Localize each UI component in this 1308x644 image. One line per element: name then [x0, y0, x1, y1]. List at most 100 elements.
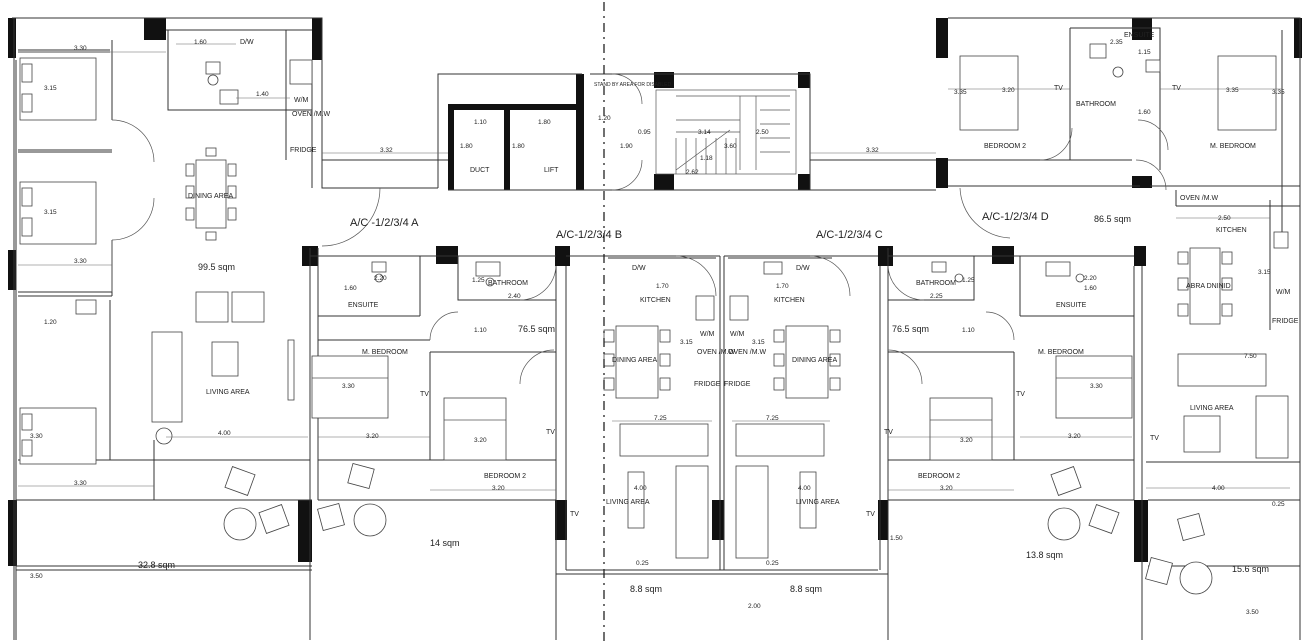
dimension-text: 3.14 [698, 129, 711, 136]
dimension-lines [18, 43, 1290, 491]
beds [19, 55, 1277, 465]
dimension-text: 1.20 [44, 319, 57, 326]
room-label: DINING AREA [612, 357, 657, 364]
dimension-text: 4.00 [218, 430, 231, 437]
dimension-text: 3.15 [752, 339, 765, 346]
fixture-label: W/M [730, 331, 745, 338]
dimension-text: 2.50 [1218, 215, 1231, 222]
dimension-text: 4.00 [1212, 485, 1225, 492]
structural-walls [8, 18, 1302, 566]
room-label: BATHROOM [916, 280, 956, 287]
room-label: M. BEDROOM [1210, 143, 1256, 150]
dimension-text: 1.80 [512, 143, 525, 150]
dimension-text: 4.00 [798, 485, 811, 492]
dimension-text: 1.60 [1138, 109, 1151, 116]
room-label: DUCT [470, 167, 490, 174]
dimension-text: 3.20 [960, 437, 973, 444]
dimension-text: 3.35 [1226, 87, 1239, 94]
fixture-label: FRIDGE [1272, 318, 1299, 325]
fixture-label: D/W [632, 265, 646, 272]
fixture-label: OVEN /M.W [292, 111, 331, 118]
dimension-text: 1.25 [472, 277, 485, 284]
room-label: KITCHEN [1216, 227, 1247, 234]
dimension-text: 3.60 [724, 143, 737, 150]
dimension-text: 2.25 [930, 293, 943, 300]
dimension-text: 3.20 [474, 437, 487, 444]
dimension-text: 3.20 [366, 433, 379, 440]
dimension-text: 1.18 [700, 155, 713, 162]
dimension-text: 3.15 [680, 339, 693, 346]
dimension-text: 3.20 [940, 485, 953, 492]
dimension-text: 3.30 [1090, 383, 1103, 390]
room-label: DINING AREA [188, 193, 233, 200]
dimension-text: 2.40 [508, 293, 521, 300]
dimension-text: 3.15 [1258, 269, 1271, 276]
room-label: LIVING AREA [206, 389, 250, 396]
dimension-text: 7.25 [766, 415, 779, 422]
dimension-text: 1.70 [776, 283, 789, 290]
area-b-balcony: 8.8 sqm [630, 584, 662, 594]
room-label: M. BEDROOM [362, 349, 408, 356]
fixture-label: W/M [294, 97, 309, 104]
dimension-text: 0.25 [766, 560, 779, 567]
furniture [151, 147, 1289, 595]
dimension-text: 3.32 [380, 147, 393, 154]
area-c-veranda: 13.8 sqm [1026, 550, 1063, 560]
fixture-label: OVEN /M.W [697, 349, 736, 356]
room-label: BATHROOM [488, 280, 528, 287]
door-swings [111, 73, 1169, 385]
kitchen-appliances [289, 59, 1289, 321]
dimension-text: 1.25 [962, 277, 975, 284]
room-label: LIVING AREA [606, 499, 650, 506]
dimension-text: 1.60 [344, 285, 357, 292]
dimension-text: 2.00 [748, 603, 761, 610]
staircase [655, 89, 797, 175]
room-label: BATHROOM [1076, 101, 1116, 108]
dimension-text: 1.70 [656, 283, 669, 290]
dimension-text: 3.30 [30, 433, 43, 440]
room-label: BEDROOM 2 [984, 143, 1026, 150]
dimension-text: 3.35 [954, 89, 967, 96]
fixture-label: FRIDGE [724, 381, 751, 388]
area-a-internal: 99.5 sqm [198, 262, 235, 272]
area-b-internal: 76.5 sqm [518, 324, 555, 334]
dimension-text: 3.35 [1272, 89, 1285, 96]
dimension-text: 1.80 [538, 119, 551, 126]
dimension-text: 1.15 [1138, 49, 1151, 56]
fixture-label: OVEN /M.W [728, 349, 767, 356]
fixture-label: D/W [796, 265, 810, 272]
dimension-text: 2.20 [1084, 275, 1097, 282]
room-label: STAND BY AREA FOR DISABLED [594, 82, 671, 88]
dimension-text: 3.20 [492, 485, 505, 492]
dimension-texts: 3.30 1.60 1.40 3.15 3.15 3.30 1.20 3.30 … [30, 39, 1285, 616]
area-a-veranda: 32.8 sqm [138, 560, 175, 570]
room-label: ENSUITE [348, 302, 379, 309]
dimension-text: 3.30 [342, 383, 355, 390]
dimension-text: 3.15 [44, 209, 57, 216]
room-label: BEDROOM 2 [484, 473, 526, 480]
dimension-text: 3.30 [74, 45, 87, 52]
fixture-label: OVEN /M.W [1180, 195, 1219, 202]
dimension-text: 1.40 [256, 91, 269, 98]
dimension-text: 0.25 [1272, 501, 1285, 508]
dimension-text: 3.30 [74, 480, 87, 487]
dimension-text: 2.35 [1110, 39, 1123, 46]
fixture-labels: D/W W/M OVEN /M.W FRIDGE D/W W/M OVEN /M… [240, 39, 1299, 518]
unit-name-a: A/C -1/2/3/4 A [350, 217, 419, 229]
fixture-label: D/W [240, 39, 254, 46]
dimension-text: 3.15 [44, 85, 57, 92]
dimension-text: 7.50 [1244, 353, 1257, 360]
fixture-label: FRIDGE [290, 147, 317, 154]
fixture-label: W/M [700, 331, 715, 338]
fixture-label: W/M [1276, 289, 1291, 296]
fixture-label: TV [866, 511, 875, 518]
area-c-balcony: 8.8 sqm [790, 584, 822, 594]
dimension-text: 2.20 [374, 275, 387, 282]
room-label: LIFT [544, 167, 559, 174]
outline-walls [12, 17, 1301, 640]
room-label: ABRA DNINID [1186, 283, 1231, 290]
dimension-text: 1.10 [962, 327, 975, 334]
fixture-label: TV [570, 511, 579, 518]
dimension-text: 3.20 [1002, 87, 1015, 94]
